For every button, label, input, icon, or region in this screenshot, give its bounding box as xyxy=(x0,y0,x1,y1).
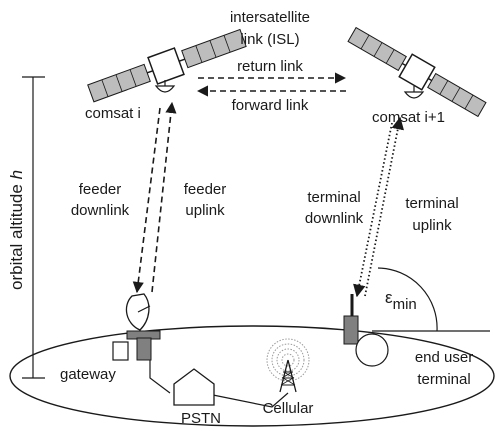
epsilon-min-label: εmin xyxy=(385,288,417,313)
end-user-label-1: end user xyxy=(415,349,473,366)
feeder-uplink-label-2: uplink xyxy=(185,202,225,219)
feeder-uplink-label-1: feeder xyxy=(184,181,227,198)
terminal-downlink-label-1: terminal xyxy=(307,189,360,206)
isl-label-line1: intersatellite xyxy=(230,9,310,26)
gateway-label: gateway xyxy=(60,366,116,383)
feeder-downlink-label-1: feeder xyxy=(79,181,122,198)
gateway-pstn-wire xyxy=(149,360,171,394)
pstn-cellular-wire xyxy=(212,392,289,408)
dish-antenna-icon xyxy=(125,293,151,336)
elevation-angle-arc xyxy=(377,267,438,332)
terminal-downlink-label-2: downlink xyxy=(305,210,364,227)
cell-tower-icon xyxy=(266,338,310,393)
earth-surface-ellipse xyxy=(9,325,495,427)
house-icon xyxy=(173,368,215,406)
forward-link-label: forward link xyxy=(232,97,309,114)
pstn-label: PSTN xyxy=(181,410,221,427)
gateway-building xyxy=(112,341,129,361)
orbital-altitude-label: orbital altitude h xyxy=(7,170,26,290)
end-user-terminal-box xyxy=(343,315,359,345)
feeder-uplink-arrow xyxy=(151,101,177,293)
satellite-icon xyxy=(347,26,487,118)
terminal-uplink-label-1: terminal xyxy=(405,195,458,212)
satellite-dish-right xyxy=(403,86,425,99)
satellite-dish-left xyxy=(154,80,176,93)
return-link-label: return link xyxy=(237,58,303,75)
isl-label-line2: link (ISL) xyxy=(240,31,299,48)
feeder-downlink-arrow xyxy=(132,107,161,294)
end-user-label-2: terminal xyxy=(417,371,470,388)
comsat-right-label: comsat i+1 xyxy=(372,109,445,126)
gateway-equipment xyxy=(136,337,152,361)
feeder-downlink-label-2: downlink xyxy=(71,202,130,219)
terminal-uplink-arrow xyxy=(364,116,404,297)
terminal-uplink-label-2: uplink xyxy=(412,217,452,234)
end-user-circle xyxy=(355,333,389,367)
satellite-icon xyxy=(87,28,247,103)
altitude-dimension xyxy=(22,76,45,379)
cellular-label: Cellular xyxy=(263,400,314,417)
comsat-left-label: comsat i xyxy=(85,105,141,122)
terminal-downlink-arrow xyxy=(353,122,393,298)
